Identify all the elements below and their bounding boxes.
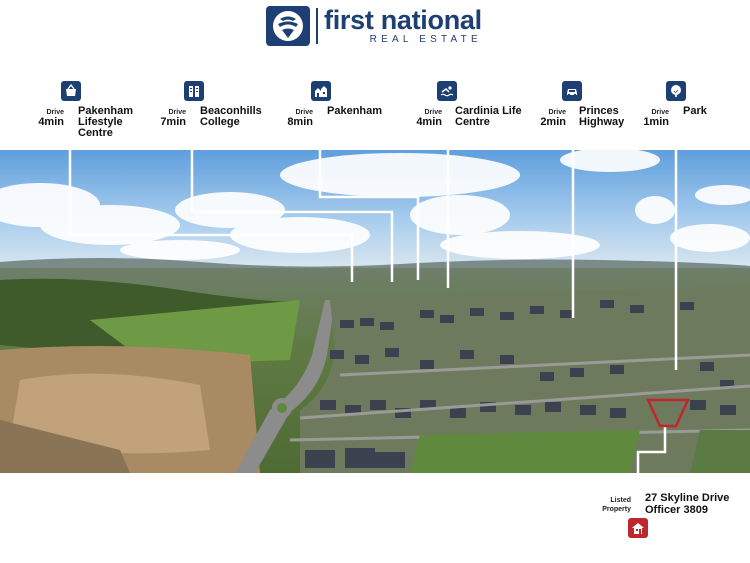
- car-icon: [562, 81, 582, 101]
- logo-divider: [316, 8, 318, 44]
- brand-subtitle: REAL ESTATE: [369, 34, 482, 45]
- first-national-logo-icon: [266, 6, 310, 46]
- drive-time: 1min: [643, 116, 669, 128]
- listed-property-label: Listed Property: [602, 497, 631, 513]
- drive-label: Drive: [651, 109, 669, 116]
- poi-name: Princes Highway: [579, 105, 625, 128]
- school-building-icon: [184, 81, 204, 101]
- drive-time: 4min: [38, 116, 64, 128]
- drive-label: Drive: [295, 109, 313, 116]
- drive-time: 2min: [540, 116, 566, 128]
- town-houses-icon: [311, 81, 331, 101]
- address-line2: Officer 3809: [645, 504, 708, 516]
- drive-time: 4min: [416, 116, 442, 128]
- poi-name: Beaconhills College: [200, 105, 262, 128]
- drive-time: 7min: [160, 116, 186, 128]
- drive-label: Drive: [424, 109, 442, 116]
- swimmer-icon: [437, 81, 457, 101]
- house-icon: [628, 518, 648, 538]
- poi-name: Park: [683, 105, 707, 117]
- drive-label: Drive: [548, 109, 566, 116]
- property-address: 27 Skyline Drive Officer 3809: [645, 492, 729, 516]
- drive-label: Drive: [46, 109, 64, 116]
- poi-name: Cardinia Life Centre: [455, 105, 522, 128]
- shopping-basket-icon: [61, 81, 81, 101]
- poi-name: Pakenham: [327, 105, 383, 117]
- tree-icon: [666, 81, 686, 101]
- poi-name: Pakenham Lifestyle Centre: [78, 105, 134, 139]
- aerial-landscape-illustration: [0, 150, 750, 473]
- brand-logo: first national REAL ESTATE: [266, 6, 482, 46]
- drive-time: 8min: [287, 116, 313, 128]
- aerial-photo: [0, 150, 750, 473]
- address-line1: 27 Skyline Drive: [645, 492, 730, 504]
- drive-label: Drive: [168, 109, 186, 116]
- brand-name: first national: [324, 5, 482, 35]
